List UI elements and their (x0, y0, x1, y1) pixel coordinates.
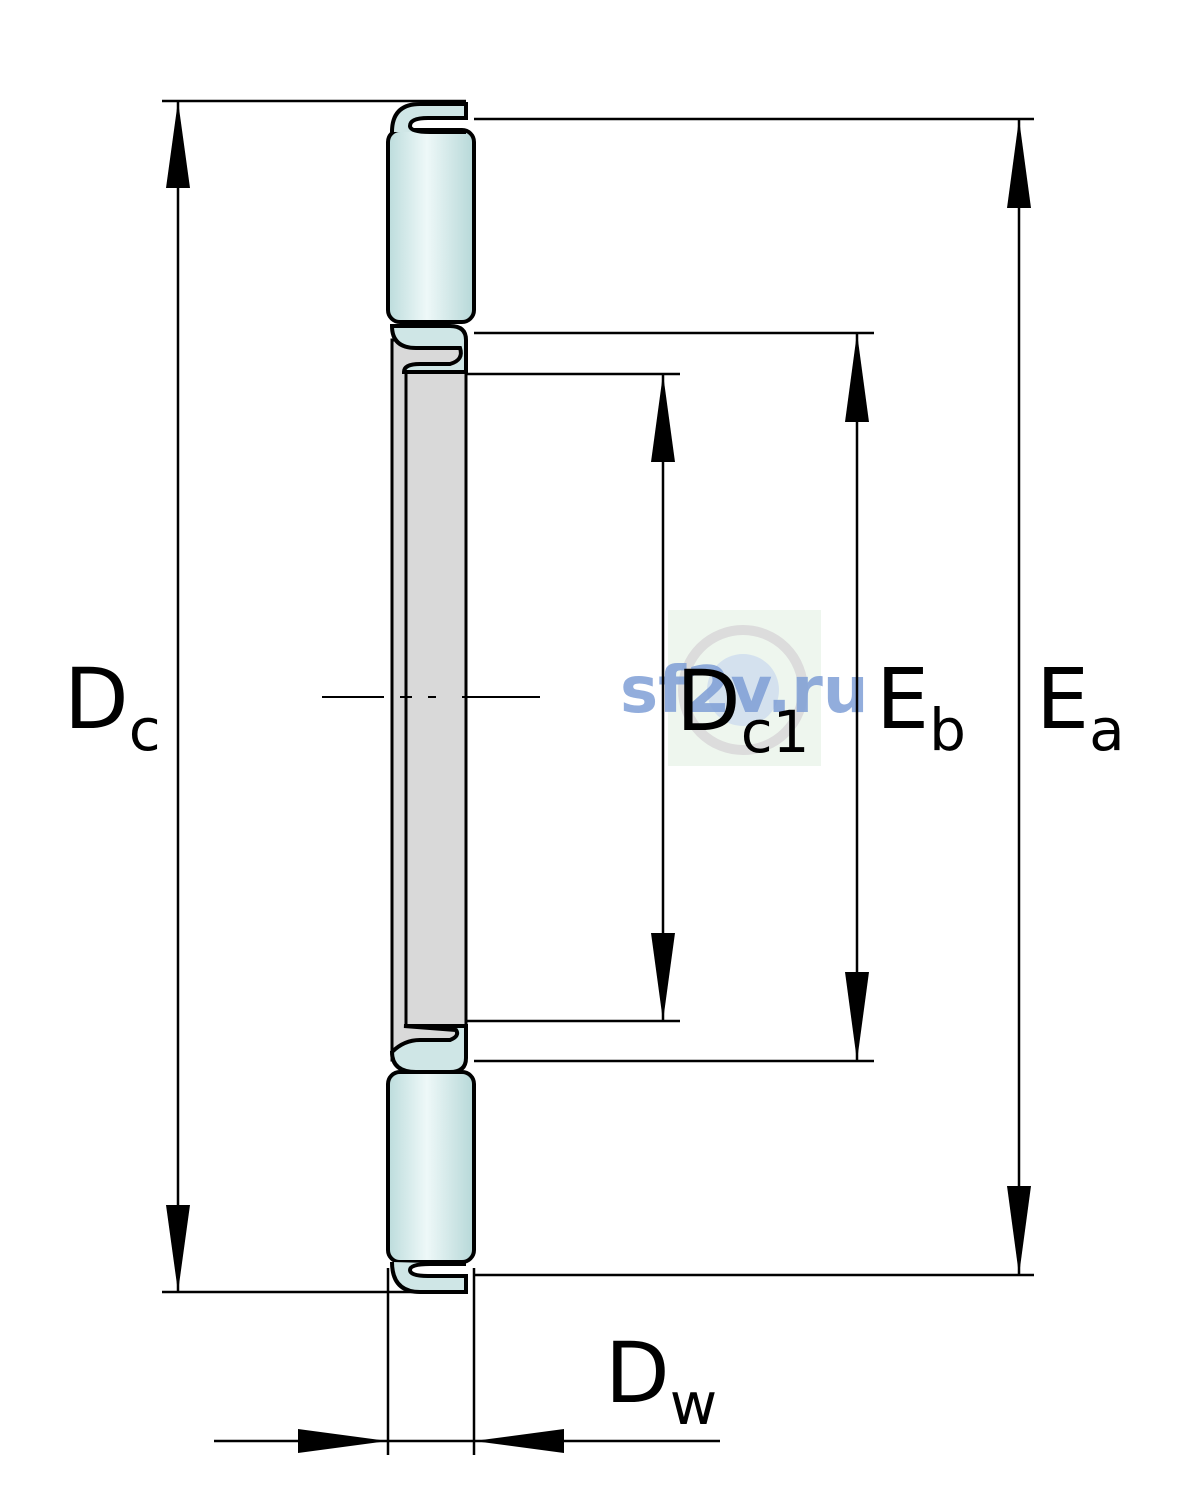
thrust-washer (390, 338, 468, 1062)
label-dc1: Dc1 (676, 652, 809, 766)
label-eb: Eb (876, 650, 966, 764)
roller-bottom (386, 1070, 476, 1264)
cage-clip-top-inner (389, 324, 468, 374)
dimension-dc (166, 101, 190, 1292)
dimension-dc1 (651, 374, 675, 1021)
watermark: sf2v.ru (620, 610, 868, 766)
cage-clip-bottom-outer (390, 1261, 468, 1294)
dimension-dw (214, 1429, 720, 1453)
watermark-text: sf2v.ru (620, 654, 868, 728)
dimension-eb (845, 333, 869, 1061)
label-dw: Dw (605, 1324, 717, 1438)
label-ea: Ea (1036, 650, 1125, 764)
washer-plate (390, 338, 468, 1062)
watermark-bearing-icon (678, 625, 808, 755)
cage-clip-top-outer (390, 102, 468, 134)
watermark-bearing-inner-icon (707, 654, 779, 726)
roller-top (386, 128, 476, 324)
extension-lines (162, 99, 1034, 1455)
dimension-ea (1007, 119, 1031, 1275)
cage-clip-bottom-inner (389, 1024, 468, 1074)
label-dc: Dc (64, 650, 161, 764)
